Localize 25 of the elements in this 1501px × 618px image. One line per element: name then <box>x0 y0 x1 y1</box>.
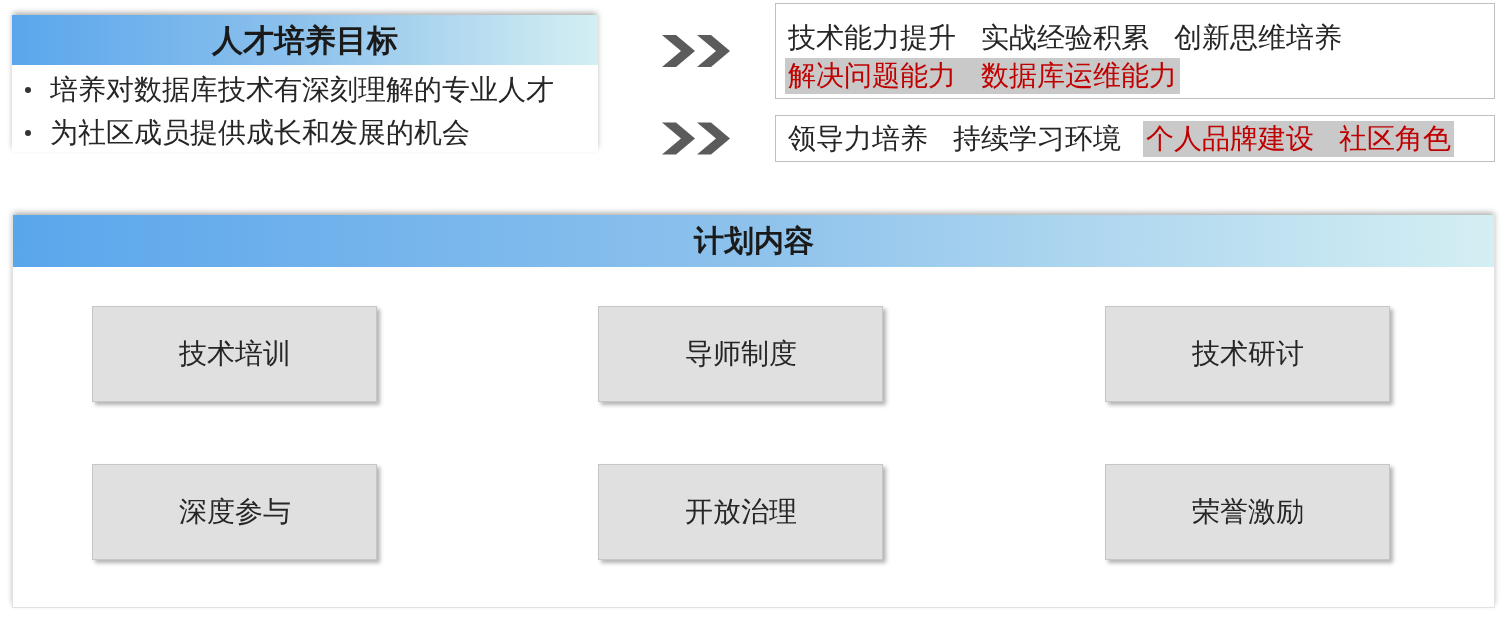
bullet-text: 为社区成员提供成长和发展的机会 <box>50 114 470 151</box>
item-box: 深度参与 <box>92 464 377 560</box>
keyword: 持续学习环境 <box>952 121 1122 157</box>
highlighted-keyword: 解决问题能力 <box>785 58 978 94</box>
card-panel <box>12 15 598 152</box>
keyword: 创新思维培养 <box>1173 20 1343 56</box>
highlighted-keyword: 数据库运维能力 <box>978 58 1180 94</box>
keyword: 领导力培养 <box>787 121 929 157</box>
text-box <box>775 3 1495 99</box>
text-box <box>775 115 1495 162</box>
highlighted-keyword: 个人品牌建设 <box>1143 121 1336 157</box>
keyword: 实战经验积累 <box>980 20 1150 56</box>
title-band: 人才培养目标 <box>12 15 598 65</box>
card-panel <box>12 215 1495 608</box>
item-box: 技术研讨 <box>1105 306 1390 402</box>
item-box: 导师制度 <box>598 306 883 402</box>
double-chevron-arrow <box>662 122 730 155</box>
item-box: 开放治理 <box>598 464 883 560</box>
highlighted-keyword: 社区角色 <box>1336 121 1454 157</box>
title-band: 计划内容 <box>13 215 1494 267</box>
bullet-text: 培养对数据库技术有深刻理解的专业人才 <box>50 71 554 108</box>
item-box: 荣誉激励 <box>1105 464 1390 560</box>
keyword: 技术能力提升 <box>787 20 957 56</box>
double-chevron-arrow <box>662 35 730 67</box>
item-box: 技术培训 <box>92 306 377 402</box>
